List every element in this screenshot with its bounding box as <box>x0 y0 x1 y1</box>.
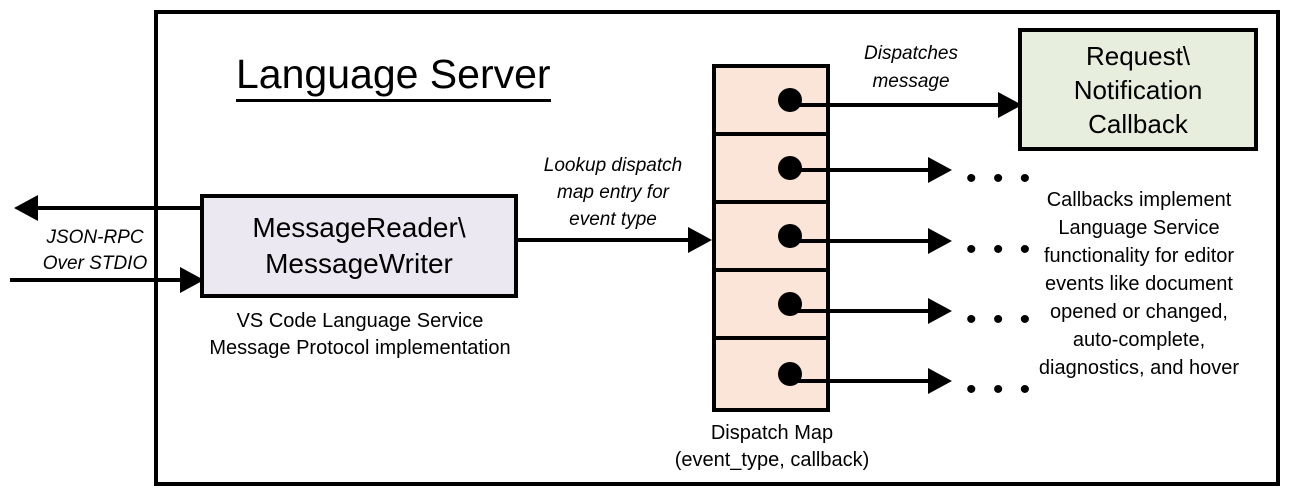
stdio-outgoing-arrowhead-icon <box>14 195 38 221</box>
dispatch-caption-line1: Dispatch Map <box>710 422 834 444</box>
language-server-boundary <box>154 10 1280 486</box>
table-row[interactable] <box>716 68 826 136</box>
request-notification-callback-box[interactable]: Request\ Notification Callback <box>1018 28 1258 151</box>
dispatch-row5-arrowhead-icon <box>928 368 952 394</box>
dispatch-row5-line <box>782 379 934 383</box>
callback-box-line2: Notification <box>1073 74 1203 105</box>
dispatch-map-table[interactable] <box>712 64 830 412</box>
lookup-dispatch-label: Lookup dispatch map entry for event type <box>516 152 710 233</box>
callback-box-line1: Request\ <box>1085 40 1191 71</box>
stdio-protocol-label-line2: Over STDIO <box>42 253 148 274</box>
page-title: Language Server <box>236 50 551 102</box>
dispatch-row3-arrowhead-icon <box>928 228 952 254</box>
dispatch-row5-ellipsis: • • • <box>966 373 1035 406</box>
dispatch-row3-line <box>782 239 934 243</box>
stdio-outgoing-line <box>38 206 208 210</box>
callback-caption-line7: diagnostics, and hover <box>1038 357 1240 379</box>
callback-caption-line3: functionality for editor <box>1043 245 1235 267</box>
stdio-protocol-label-line1: JSON-RPC <box>46 227 144 248</box>
callback-caption-line2: Language Service <box>1058 217 1220 239</box>
dispatch-caption-line2: (event_type, callback) <box>674 449 870 471</box>
message-reader-writer-line1: MessageReader\ <box>252 212 466 243</box>
dispatch-map-caption: Dispatch Map (event_type, callback) <box>650 420 894 474</box>
dispatch-entry-dot-icon <box>778 224 802 248</box>
table-row[interactable] <box>716 272 826 340</box>
dispatch-entry-dot-icon <box>778 88 802 112</box>
stdio-incoming-line <box>10 278 186 282</box>
table-row[interactable] <box>716 204 826 272</box>
message-caption-line1: VS Code Language Service <box>236 310 484 332</box>
dispatch-row1-line <box>782 103 1004 107</box>
callback-box-line3: Callback <box>1088 108 1188 139</box>
message-caption-line2: Message Protocol implementation <box>209 337 511 359</box>
message-reader-writer-line2: MessageWriter <box>265 248 453 279</box>
table-row[interactable] <box>716 340 826 408</box>
lookup-label-line2: map entry for <box>557 182 669 203</box>
dispatch-row2-arrowhead-icon <box>928 157 952 183</box>
callback-caption-line1: Callbacks implement <box>1046 189 1232 211</box>
dispatches-message-line1: Dispatches <box>864 43 958 64</box>
message-reader-writer-caption: VS Code Language Service Message Protoco… <box>190 308 530 362</box>
message-reader-writer-box[interactable]: MessageReader\ MessageWriter <box>200 194 518 298</box>
callback-caption-line4: events like document <box>1045 273 1233 295</box>
dispatch-row2-line <box>782 168 934 172</box>
lookup-label-line3: event type <box>569 209 657 230</box>
dispatches-message-label: Dispatches message <box>836 40 986 96</box>
lookup-dispatch-line <box>518 238 690 242</box>
stdio-protocol-label: JSON-RPC Over STDIO <box>30 225 160 277</box>
callback-caption-line6: auto-complete, <box>1072 329 1206 351</box>
callback-description: Callbacks implement Language Service fun… <box>1008 186 1270 382</box>
dispatch-row4-line <box>782 309 934 313</box>
dispatch-row4-arrowhead-icon <box>928 298 952 324</box>
lookup-dispatch-arrowhead-icon <box>688 227 712 253</box>
dispatch-row2-ellipsis: • • • <box>966 162 1035 195</box>
callback-caption-line5: opened or changed, <box>1050 301 1228 323</box>
dispatches-message-line2: message <box>872 71 950 92</box>
lookup-label-line1: Lookup dispatch <box>543 155 683 176</box>
